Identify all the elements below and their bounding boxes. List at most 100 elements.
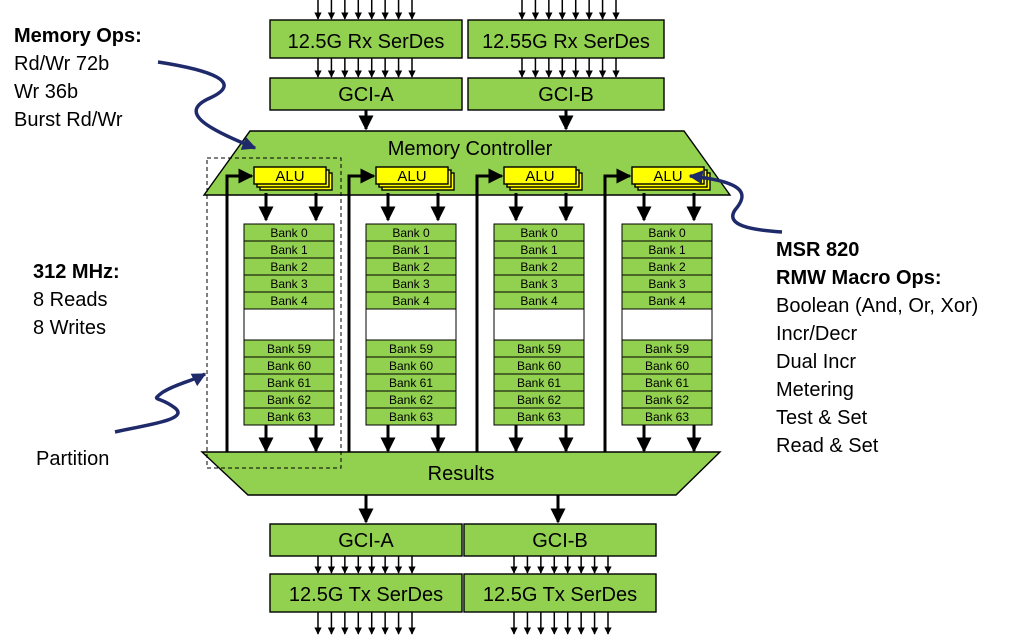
bank-label: Bank 2	[648, 260, 686, 274]
bank-label: Bank 62	[517, 393, 561, 407]
bank-cell	[243, 407, 335, 426]
memory-controller-label: Memory Controller	[388, 138, 553, 160]
alu-box	[631, 166, 705, 185]
rx-serdes-right: 12.55G Rx SerDes	[467, 19, 665, 59]
msr-line: Incr/Decr	[776, 323, 858, 345]
gci-b-top: GCI-B	[467, 77, 665, 111]
rx-serdes-right-label: 12.55G Rx SerDes	[482, 31, 650, 53]
bank-label: Bank 1	[270, 243, 308, 257]
serdes-lane-arrows	[314, 0, 620, 635]
bank-cell	[621, 407, 713, 426]
results-label: Results	[428, 463, 495, 485]
bank-gap	[493, 308, 585, 341]
partition-note: Partition	[36, 448, 110, 470]
bank-label: Bank 60	[389, 359, 433, 373]
tx-serdes-left: 12.5G Tx SerDes	[269, 573, 463, 613]
alu-label: ALU	[397, 168, 426, 185]
memory-ops-line: Burst Rd/Wr	[14, 109, 123, 131]
bank-label: Bank 59	[267, 342, 311, 356]
bank-cell	[493, 407, 585, 426]
bank-label: Bank 63	[389, 410, 433, 424]
memory-ops-line: Rd/Wr 72b	[14, 53, 110, 75]
bank-label: Bank 3	[270, 277, 308, 291]
bank-label: Bank 1	[648, 243, 686, 257]
alu-box	[503, 166, 577, 185]
bank-label: Bank 60	[645, 359, 689, 373]
rx-serdes-left-label: 12.5G Rx SerDes	[288, 31, 445, 53]
bank-gap	[243, 308, 335, 341]
bank-label: Bank 61	[389, 376, 433, 390]
gci-b-bottom-label: GCI-B	[532, 530, 588, 552]
clock-title: 312 MHz:	[33, 261, 120, 283]
bank-label: Bank 62	[267, 393, 311, 407]
memory-ops-line: Wr 36b	[14, 81, 79, 103]
bank-label: Bank 2	[392, 260, 430, 274]
feedback-wire	[225, 168, 254, 452]
bank-label: Bank 3	[392, 277, 430, 291]
bank-label: Bank 4	[520, 294, 558, 308]
bank-label: Bank 0	[270, 226, 308, 240]
gci-a-bottom: GCI-A	[269, 523, 463, 557]
alu-label: ALU	[653, 168, 682, 185]
bank-label: Bank 62	[645, 393, 689, 407]
bank-label: Bank 0	[520, 226, 558, 240]
partition-callout	[114, 372, 207, 434]
bank-label: Bank 60	[517, 359, 561, 373]
bank-label: Bank 60	[267, 359, 311, 373]
bank-gap	[621, 308, 713, 341]
bank-label: Bank 59	[517, 342, 561, 356]
clock-line: 8 Reads	[33, 289, 108, 311]
gci-a-bottom-label: GCI-A	[338, 530, 394, 552]
bank-label: Bank 61	[645, 376, 689, 390]
gci-b-top-label: GCI-B	[538, 84, 594, 106]
bank-label: Bank 61	[517, 376, 561, 390]
msr-subtitle: RMW Macro Ops:	[776, 267, 942, 289]
msr-note: MSR 820 RMW Macro Ops: Boolean (And, Or,…	[776, 236, 978, 460]
bank-label: Bank 59	[389, 342, 433, 356]
bank-label: Bank 59	[645, 342, 689, 356]
alu-label: ALU	[525, 168, 554, 185]
memory-ops-note: Memory Ops: Rd/Wr 72b Wr 36b Burst Rd/Wr	[14, 22, 142, 134]
clock-line: 8 Writes	[33, 317, 106, 339]
alu-box	[253, 166, 327, 185]
bank-label: Bank 3	[520, 277, 558, 291]
bank-label: Bank 3	[648, 277, 686, 291]
feedback-wire	[603, 168, 632, 452]
tx-serdes-right: 12.5G Tx SerDes	[463, 573, 657, 613]
bank-label: Bank 0	[392, 226, 430, 240]
memory-controller: Memory Controller	[202, 130, 732, 196]
bank-label: Bank 0	[648, 226, 686, 240]
msr-line: Read & Set	[776, 435, 879, 457]
bank-label: Bank 4	[270, 294, 308, 308]
memory-ops-title: Memory Ops:	[14, 25, 142, 47]
tx-serdes-left-label: 12.5G Tx SerDes	[289, 584, 443, 606]
tx-serdes-right-label: 12.5G Tx SerDes	[483, 584, 637, 606]
bank-label: Bank 63	[267, 410, 311, 424]
bank-label: Bank 1	[520, 243, 558, 257]
msr-line: Boolean (And, Or, Xor)	[776, 295, 979, 317]
msr-line: Test & Set	[776, 407, 868, 429]
bank-label: Bank 63	[517, 410, 561, 424]
bank-gap	[365, 308, 457, 341]
bank-label: Bank 4	[648, 294, 686, 308]
bank-label: Bank 62	[389, 393, 433, 407]
gci-a-top: GCI-A	[269, 77, 463, 111]
partition-outline	[206, 157, 342, 469]
msr-line: Metering	[776, 379, 854, 401]
partition-3: ALU Bank 0 Bank 1 Bank 2 Bank 3 Bank 4 Bank 59…	[603, 166, 713, 453]
clock-note: 312 MHz: 8 Reads 8 Writes	[33, 258, 120, 342]
alu-label: ALU	[275, 168, 304, 185]
gci-a-top-label: GCI-A	[338, 84, 394, 106]
memory-ops-callout	[157, 60, 257, 150]
gci-b-bottom: GCI-B	[463, 523, 657, 557]
feedback-wire	[347, 168, 376, 452]
bank-label: Bank 63	[645, 410, 689, 424]
msr-title: MSR 820	[776, 239, 860, 261]
msr-callout	[688, 170, 783, 234]
partitions: ALU Bank 0 Bank 1 Bank 2 Bank 3 Bank 4 Bank 59…	[225, 166, 713, 453]
msr-line: Dual Incr	[776, 351, 857, 373]
